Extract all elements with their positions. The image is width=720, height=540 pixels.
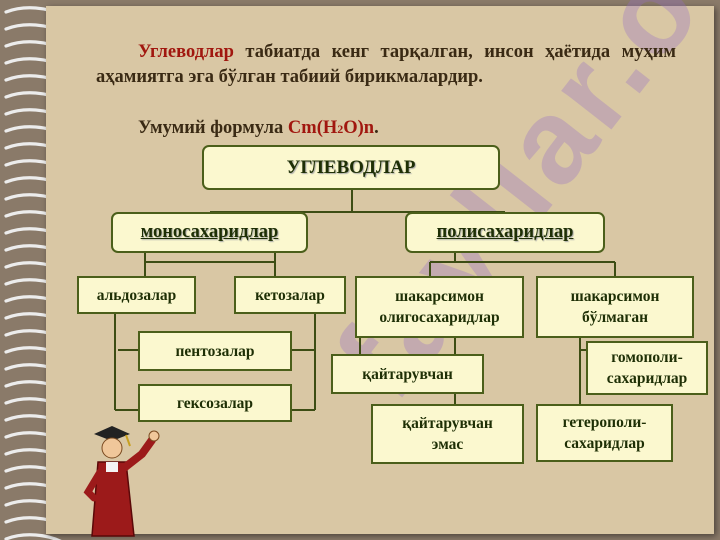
formula-subscript: 2 xyxy=(337,122,344,136)
formula-suffix: O)n xyxy=(343,118,375,138)
ketoses-box: кетозалар xyxy=(234,276,346,314)
homo-line-2: сахаридлар xyxy=(606,370,688,387)
formula-line: Умумий формула Cm(H2O)n. xyxy=(96,116,676,142)
reducing-box: қайтарувчан xyxy=(331,354,484,394)
root-box: УГЛЕВОДЛАР xyxy=(202,145,500,190)
formula-label: Умумий формула xyxy=(138,118,288,138)
nonsugar-line-2: бўлмаган xyxy=(581,309,649,326)
intro-paragraph: Углеводлар табиатда кенг тарқалган, инсо… xyxy=(96,40,676,90)
nonreducing-line-1: қайтарувчан xyxy=(402,415,493,432)
hetero-line-1: гетерополи- xyxy=(562,414,647,431)
graduate-figure-icon xyxy=(83,426,160,537)
hexoses-box: гексозалар xyxy=(138,384,292,422)
oligosaccharides-box: шакарсимон олигосахаридлар xyxy=(355,276,524,338)
homo-line-1: гомополи- xyxy=(611,349,683,366)
aldoses-box: альдозалар xyxy=(77,276,196,314)
heteropolysaccharides-box: гетерополи- сахаридлар xyxy=(536,404,673,462)
oligo-line-2: олигосахаридлар xyxy=(379,309,500,326)
intro-text: табиатда кенг тарқалган, инсон ҳаётида м… xyxy=(96,42,676,87)
nonreducing-line-2: эмас xyxy=(431,436,464,453)
intro-highlight: Углеводлар xyxy=(138,42,234,62)
non-reducing-box: қайтарувчан эмас xyxy=(371,404,524,464)
polysaccharides-box: полисахаридлар xyxy=(405,212,605,253)
non-sugarlike-box: шакарсимон бўлмаган xyxy=(536,276,694,338)
formula-dot: . xyxy=(374,118,379,138)
nonsugar-line-1: шакарсимон xyxy=(570,288,660,305)
formula-prefix: Cm(H xyxy=(287,118,338,138)
oligo-line-1: шакарсимон xyxy=(395,288,484,305)
pentoses-box: пентозалар xyxy=(138,331,292,371)
hetero-line-2: сахаридлар xyxy=(564,435,645,452)
binding-ring xyxy=(4,533,62,540)
monosaccharides-box: моносахаридлар xyxy=(111,212,308,253)
homopolysaccharides-box: гомополи- сахаридлар xyxy=(586,341,708,395)
